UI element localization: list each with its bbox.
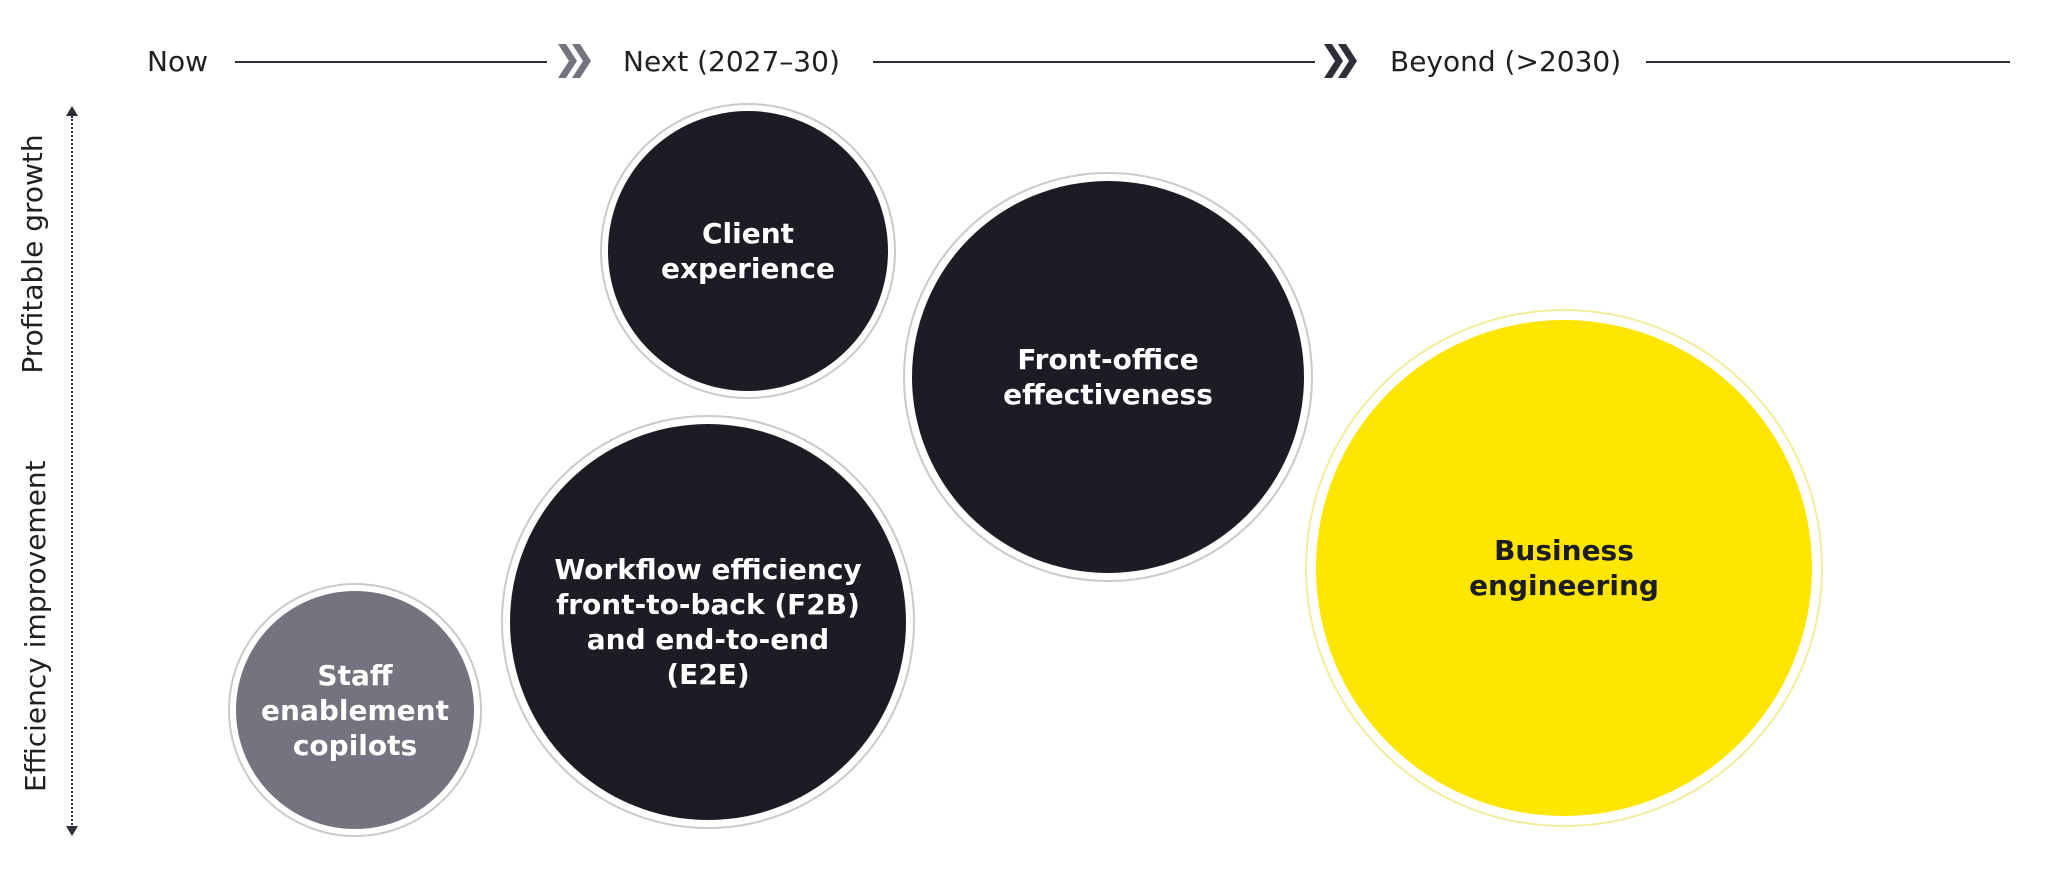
phase-now-label: Now bbox=[147, 45, 208, 78]
bubble-label: Front-office effectiveness bbox=[1003, 343, 1213, 411]
timeline-rule-beyond bbox=[1646, 61, 2010, 63]
bubble-ring bbox=[501, 415, 915, 829]
bubble-label: Client experience bbox=[660, 217, 835, 285]
bubble-ring bbox=[1305, 309, 1823, 827]
chevron-right-icon bbox=[558, 44, 591, 78]
bubble-client-experience: Client experience bbox=[600, 103, 896, 399]
timeline-rule-next bbox=[873, 61, 1315, 63]
bubble-label: Staff enablement copilots bbox=[261, 658, 449, 762]
axis-arrow-up-icon bbox=[66, 106, 78, 116]
bubble-front-office-effectiveness: Front-office effectiveness bbox=[903, 172, 1313, 582]
phase-next-label: Next (2027–30) bbox=[623, 45, 840, 78]
bubble-label: Workflow efficiency front-to-back (F2B) … bbox=[554, 553, 862, 691]
phase-beyond-label: Beyond (>2030) bbox=[1390, 45, 1622, 78]
bubble-workflow-efficiency: Workflow efficiency front-to-back (F2B) … bbox=[501, 415, 915, 829]
chevron-right-icon bbox=[1324, 44, 1357, 78]
bubble-label: Business engineering bbox=[1469, 534, 1659, 602]
bubble-ring bbox=[903, 172, 1313, 582]
axis-arrow-down-icon bbox=[66, 826, 78, 836]
bubble-ring bbox=[600, 103, 896, 399]
vertical-axis-line bbox=[71, 116, 73, 828]
axis-label-efficiency-improvement: Efficiency improvement bbox=[19, 460, 52, 792]
timeline-rule-now bbox=[235, 61, 547, 63]
bubble-staff-enablement-copilots: Staff enablement copilots bbox=[228, 583, 482, 837]
bubble-ring bbox=[228, 583, 482, 837]
bubble-business-engineering: Business engineering bbox=[1305, 309, 1823, 827]
axis-label-profitable-growth: Profitable growth bbox=[16, 134, 49, 374]
